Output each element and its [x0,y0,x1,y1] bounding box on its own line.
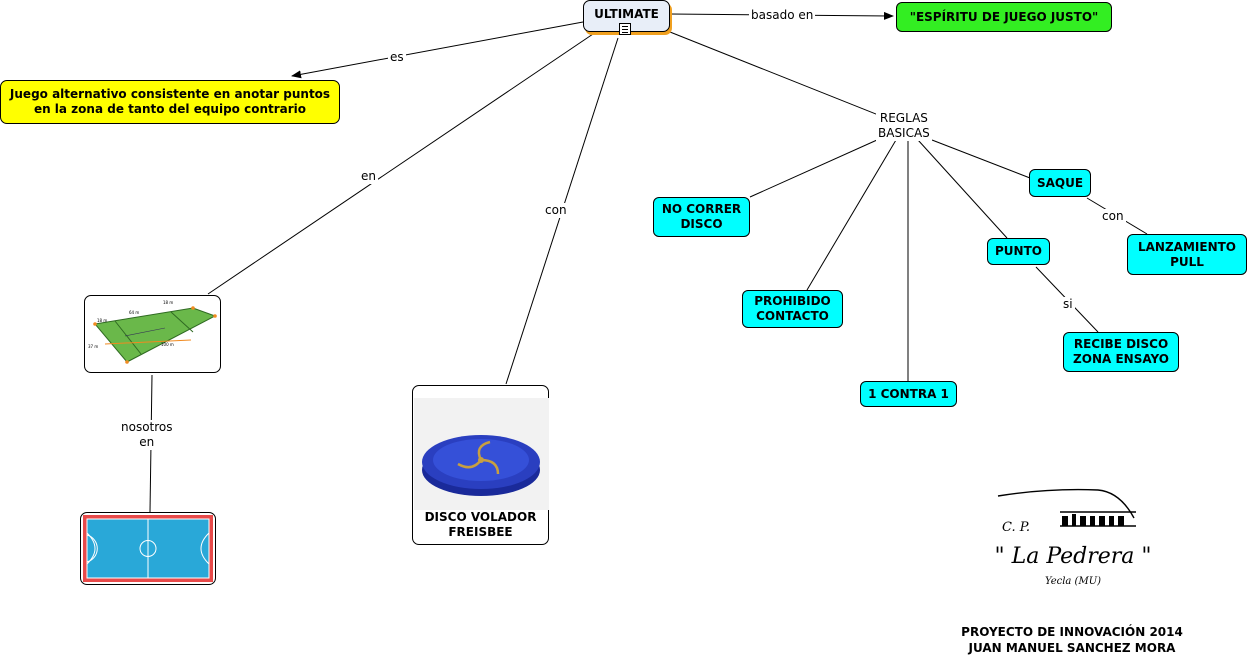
edge-reglas-nocorrer [749,139,878,198]
rule-saque[interactable]: SAQUE [1029,169,1091,197]
field-image-card[interactable]: 18 m 64 m 18 m 37 m 100 m [84,295,221,373]
definition-node[interactable]: Juego alternativo consistente en anotar … [0,80,340,124]
logo-line1: C. P. [1002,520,1030,535]
link-basado-en: basado en [749,8,816,23]
field-label-18m-a: 18 m [97,318,107,323]
fair-play-text: "ESPÍRITU DE JUEGO JUSTO" [909,9,1099,24]
field-label-100m: 100 m [161,342,174,347]
document-icon[interactable] [619,23,631,35]
logo-place: Yecla (MU) [1044,576,1102,587]
futsal-court-icon [83,515,213,582]
disc-image-card[interactable]: DISCO VOLADOR FREISBEE [412,385,549,545]
footer-line2: JUAN MANUEL SANCHEZ MORA [968,641,1176,655]
footer-line1: PROYECTO DE INNOVACIÓN 2014 [961,625,1183,639]
edge-reglas-contacto [806,139,897,291]
link-es: es [388,50,406,65]
link-en: en [359,169,378,184]
field-label-37m: 37 m [88,344,98,349]
fair-play-node[interactable]: "ESPÍRITU DE JUEGO JUSTO" [896,2,1112,32]
ultimate-field-icon: 18 m 64 m 18 m 37 m 100 m [88,300,217,364]
field-label-64m: 64 m [129,310,139,315]
link-nosotros-en: nosotros en [119,420,175,450]
link-con-pull: con [1100,209,1126,224]
ultimate-label: ULTIMATE [594,7,659,21]
rule-punto[interactable]: PUNTO [987,238,1050,265]
rule-no-correr-text: NO CORRER DISCO [661,202,742,231]
rule-lanzamiento-pull[interactable]: LANZAMIENTO PULL [1127,234,1247,275]
edge-reglas-saque [931,139,1031,179]
rule-saque-text: SAQUE [1036,175,1084,190]
rule-1-contra-1[interactable]: 1 CONTRA 1 [860,381,957,407]
edge-ultimate-reglas [669,31,897,123]
definition-text: Juego alternativo consistente en anotar … [9,87,331,116]
rule-prohibido-contacto[interactable]: PROHIBIDO CONTACTO [742,290,843,328]
frisbee-icon [414,398,549,510]
rule-recibe-disco[interactable]: RECIBE DISCO ZONA ENSAYO [1063,332,1179,372]
logo-name: " La Pedrera " [994,544,1152,569]
field-label-18m-b: 18 m [163,300,173,305]
rule-prohibido-contacto-text: PROHIBIDO CONTACTO [754,294,831,323]
building-logo-icon [997,488,1136,527]
court-image-card[interactable] [80,512,216,585]
rule-1-contra-1-text: 1 CONTRA 1 [868,386,949,401]
rule-lanzamiento-pull-text: LANZAMIENTO PULL [1138,239,1236,269]
edge-ultimate-es [291,21,584,79]
link-con: con [543,203,569,218]
footer: PROYECTO DE INNOVACIÓN 2014 JUAN MANUEL … [946,624,1198,656]
disc-caption: DISCO VOLADOR FREISBEE [424,510,537,539]
rule-recibe-disco-text: RECIBE DISCO ZONA ENSAYO [1073,337,1169,366]
link-si: si [1061,297,1075,312]
edge-reglas-punto [917,139,1008,239]
rule-punto-text: PUNTO [995,244,1042,258]
rules-header[interactable]: REGLAS BASICAS [876,111,932,141]
school-logo: C. P. " La Pedrera " Yecla (MU) [988,486,1158,596]
edge-ultimate-en [207,31,597,295]
rule-no-correr[interactable]: NO CORRER DISCO [653,197,750,237]
